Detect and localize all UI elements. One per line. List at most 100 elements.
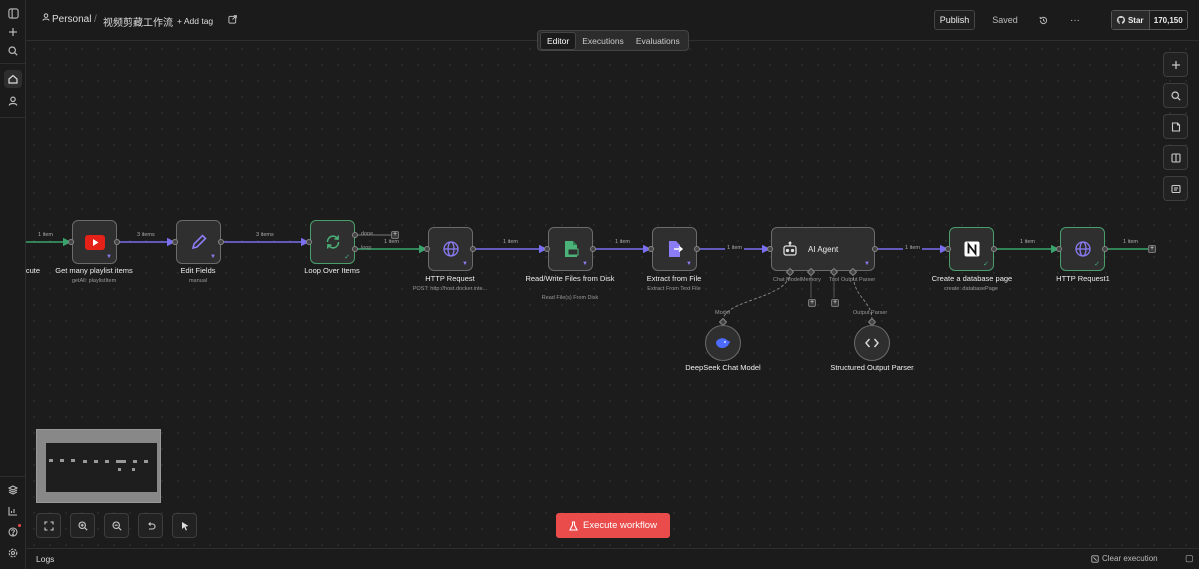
input-port[interactable] <box>306 239 312 245</box>
input-port[interactable] <box>172 239 178 245</box>
tidy-up-icon[interactable] <box>172 513 197 538</box>
edge-deepseek-agent[interactable] <box>722 271 791 322</box>
add-node-icon[interactable] <box>1163 52 1188 77</box>
node-label: AI Agent <box>808 244 839 254</box>
execute-workflow-button[interactable]: Execute workflow <box>556 513 670 538</box>
output-port[interactable] <box>694 246 700 252</box>
github-star-button[interactable]: Star 170,150 <box>1111 10 1188 30</box>
home-icon[interactable] <box>4 70 22 88</box>
edge-parser-agent[interactable] <box>852 271 873 322</box>
breadcrumb-user-icon <box>42 13 50 24</box>
node-subtitle: POST: http://host.docker.inte... <box>412 286 488 292</box>
minimap-viewport[interactable] <box>46 443 157 492</box>
minimap-node <box>105 460 109 463</box>
left-sidebar <box>0 0 26 569</box>
output-port[interactable] <box>590 246 596 252</box>
output-port[interactable] <box>991 246 997 252</box>
node-loop[interactable]: ✓ <box>310 220 355 264</box>
undo-icon[interactable] <box>138 513 163 538</box>
edge-label: 1 item <box>725 245 744 251</box>
tab-evaluations[interactable]: Evaluations <box>635 35 680 46</box>
node-label: HTTP Request1 <box>1056 274 1110 283</box>
node-subtitle: Extract From Text File <box>647 286 701 292</box>
input-port[interactable] <box>68 239 74 245</box>
input-port[interactable] <box>1056 246 1062 252</box>
output-port-loop[interactable] <box>352 246 358 252</box>
zoom-out-icon[interactable] <box>104 513 129 538</box>
logs-title[interactable]: Logs <box>36 554 55 564</box>
minimap[interactable] <box>36 429 161 503</box>
output-port[interactable] <box>114 239 120 245</box>
cursor-icon <box>181 521 188 530</box>
insights-icon[interactable] <box>4 502 22 520</box>
node-read-write-files[interactable]: ▼ <box>548 227 593 271</box>
minimap-node <box>71 459 75 462</box>
chat-model-port-label: Chat Model <box>773 277 802 283</box>
more-options-icon[interactable]: ··· <box>1070 14 1080 26</box>
chat-panel-icon[interactable] <box>1163 176 1188 201</box>
clear-execution-button[interactable]: Clear execution <box>1091 554 1158 563</box>
output-port[interactable] <box>1102 246 1108 252</box>
add-icon[interactable] <box>4 23 22 41</box>
expand-logs-icon[interactable]: ▢ <box>1185 553 1194 563</box>
node-label: Extract from File <box>646 274 702 283</box>
settings-icon[interactable] <box>4 544 22 562</box>
user-icon[interactable] <box>4 92 22 110</box>
input-port[interactable] <box>945 246 951 252</box>
output-parser-port-label: Output Parser <box>841 277 876 283</box>
tab-executions[interactable]: Executions <box>582 35 624 46</box>
tab-editor[interactable]: Editor <box>540 31 577 50</box>
node-structured-output-parser[interactable] <box>854 325 890 361</box>
output-port[interactable] <box>872 246 878 252</box>
side-panel-icon[interactable] <box>1163 145 1188 170</box>
node-http-request[interactable]: ▼ <box>428 227 473 271</box>
input-port[interactable] <box>648 246 654 252</box>
trash-icon <box>1091 554 1099 563</box>
sticky-note-icon[interactable] <box>1163 114 1188 139</box>
github-icon <box>1116 16 1125 24</box>
search-nodes-icon[interactable] <box>1163 83 1188 108</box>
history-icon[interactable] <box>1036 10 1050 30</box>
templates-icon[interactable] <box>4 481 22 499</box>
minimap-node <box>83 460 87 463</box>
loop-loop-label: loop <box>361 245 372 251</box>
node-http-request1[interactable]: ✓ <box>1060 227 1105 271</box>
edge-label: 3 items <box>254 232 276 238</box>
fit-view-icon[interactable] <box>36 513 61 538</box>
node-extract-from-file[interactable]: ▼ <box>652 227 697 271</box>
publish-button[interactable]: Publish <box>934 10 975 30</box>
tool-port-label: Tool <box>829 277 840 283</box>
loop-icon <box>326 235 339 249</box>
workflow-canvas[interactable]: 1 item 3 items 3 items 1 item 1 item 1 i… <box>26 41 1199 548</box>
node-edit-fields[interactable]: ▼ <box>176 220 221 264</box>
minimap-node <box>132 468 135 471</box>
breadcrumb-project[interactable]: Personal <box>52 14 92 25</box>
node-ai-agent[interactable]: AI Agent ▼ <box>771 227 875 271</box>
logs-panel-bar[interactable]: Logs Clear execution ▢ <box>26 548 1199 569</box>
input-port[interactable] <box>424 246 430 252</box>
share-icon[interactable] <box>228 15 237 27</box>
input-port[interactable] <box>767 246 773 252</box>
output-port[interactable] <box>218 239 224 245</box>
toggle-sidebar-icon[interactable] <box>4 4 22 22</box>
node-deepseek-chat-model[interactable] <box>705 325 741 361</box>
edge-label: 1 item <box>382 239 401 245</box>
zoom-in-icon[interactable] <box>70 513 95 538</box>
node-get-playlist[interactable]: ▼ <box>72 220 117 264</box>
add-next-node-button[interactable]: + <box>1148 245 1156 253</box>
minimap-node <box>133 460 137 463</box>
minimap-node <box>60 459 64 462</box>
add-memory-button[interactable]: + <box>808 299 816 307</box>
add-done-node-button[interactable]: + <box>391 231 399 239</box>
add-tool-button[interactable]: + <box>831 299 839 307</box>
output-port-done[interactable] <box>352 232 358 238</box>
help-icon[interactable] <box>4 523 22 541</box>
node-create-database-page[interactable]: ✓ <box>949 227 994 271</box>
model-port-label: Model <box>715 310 730 316</box>
output-port[interactable] <box>470 246 476 252</box>
input-port[interactable] <box>544 246 550 252</box>
search-icon[interactable] <box>4 42 22 60</box>
add-tag-button[interactable]: + Add tag <box>177 16 214 26</box>
workflow-name[interactable]: 视频剪藏工作流 <box>103 18 173 29</box>
github-star-label[interactable]: Star <box>1112 11 1150 29</box>
